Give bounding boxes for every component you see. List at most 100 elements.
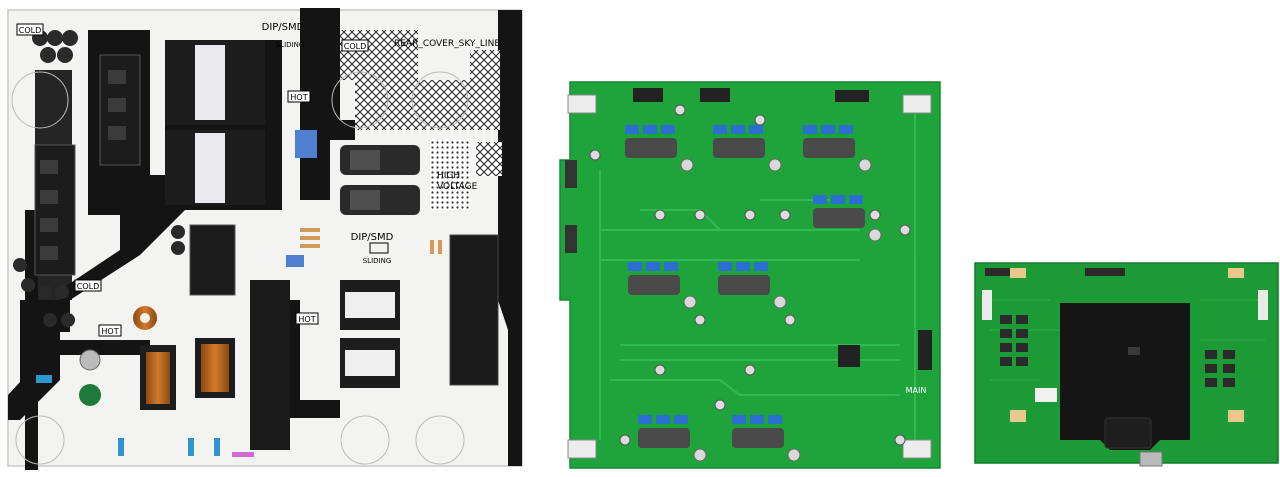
label-cold-mid: COLD (341, 39, 369, 52)
psu-cap (47, 30, 63, 46)
main-chip (1223, 378, 1235, 387)
psu-mount-ring (331, 71, 389, 129)
led-cap (589, 149, 601, 161)
psu-connector-mid (189, 224, 236, 296)
led-connector (700, 88, 730, 102)
main-connector (1085, 268, 1125, 276)
main-chip (1016, 343, 1028, 352)
led-cap (869, 209, 881, 221)
label-dip-smd-top: DIP/SMD (262, 22, 305, 33)
psu-pin (40, 246, 58, 260)
label-sliding-top: SLIDING (276, 41, 305, 49)
psu-pin (108, 126, 126, 140)
main-chip (1000, 343, 1012, 352)
led-cap (894, 434, 906, 446)
led-controller-ic (838, 345, 860, 367)
led-cap (694, 209, 706, 221)
psu-cap-horizontal (340, 185, 420, 215)
label-sliding-mid: SLIDING (363, 257, 392, 265)
led-corner-pad (567, 439, 597, 459)
psu-pin (40, 160, 58, 174)
main-chip (1000, 315, 1012, 324)
psu-pin (40, 190, 58, 204)
led-main-connector (918, 330, 932, 370)
led-corner-pad (902, 439, 932, 459)
psu-pin (108, 98, 126, 112)
led-inductor-group (732, 415, 801, 462)
svg-text:COLD: COLD (19, 26, 42, 35)
main-chip (1205, 378, 1217, 387)
psu-cap (40, 47, 56, 63)
led-inductor-group (628, 262, 697, 309)
label-dip-smd-mid: DIP/SMD (351, 232, 394, 243)
main-shield-emboss (1104, 417, 1152, 449)
psu-cap-horizontal (340, 145, 420, 175)
psu-cap (13, 258, 27, 272)
hdmi-port (1139, 451, 1163, 467)
led-cap (744, 364, 756, 376)
psu-transformer-label (195, 133, 225, 203)
led-cap (714, 399, 726, 411)
psu-cap (62, 30, 78, 46)
svg-text:COLD: COLD (77, 282, 100, 291)
psu-transformer-label (195, 45, 225, 120)
psu-transformer-sticker (345, 292, 395, 318)
psu-black-zone-3 (8, 300, 150, 420)
svg-text:HOT: HOT (101, 327, 118, 336)
main-chip (1223, 350, 1235, 359)
main-chip (1016, 329, 1028, 338)
main-chip (1000, 329, 1012, 338)
main-chip (1205, 364, 1217, 373)
main-corner-pad (1228, 268, 1244, 278)
main-shield (1060, 303, 1190, 450)
label-cold-bottom: COLD (74, 279, 102, 292)
led-cap (779, 209, 791, 221)
label-hot-bottom: HOT (98, 324, 122, 337)
psu-mount-ring (415, 415, 465, 465)
psu-pin (108, 70, 126, 84)
led-cap (754, 114, 766, 126)
psu-transformer-sticker (345, 350, 395, 376)
power-supply-board: COLD DIP/SMD SLIDING COLD REAR_COVER_SKY… (7, 8, 523, 470)
psu-varistor (79, 384, 101, 406)
led-cap (899, 224, 911, 236)
psu-cap (55, 285, 69, 299)
psu-cap (171, 241, 185, 255)
led-side-connector (565, 225, 577, 253)
led-inductor-group (638, 415, 707, 462)
led-inductor-group (625, 125, 694, 172)
led-corner-pad (902, 94, 932, 114)
psu-cap (171, 225, 185, 239)
led-connector (835, 90, 869, 102)
psu-mount-ring (15, 415, 65, 465)
psu-cap (38, 285, 52, 299)
led-inductor-group (803, 125, 872, 172)
label-hot-top: HOT (287, 90, 311, 103)
psu-heatsink-right (449, 234, 499, 386)
main-corner-pad (1010, 410, 1026, 422)
led-inductor-group (813, 195, 882, 242)
label-main: MAIN (906, 386, 927, 395)
led-cap (654, 364, 666, 376)
svg-text:HOT: HOT (298, 315, 315, 324)
label-cold-top: COLD (16, 23, 44, 36)
psu-mount-ring (411, 71, 469, 129)
high-voltage-zone (430, 140, 470, 210)
psu-blue-cap (295, 130, 317, 158)
psu-mount-ring (11, 71, 69, 129)
psu-toroid-small (79, 349, 101, 371)
main-sticker (1035, 388, 1057, 402)
main-connector (985, 268, 1015, 276)
main-chip (1205, 350, 1217, 359)
led-cap (654, 209, 666, 221)
psu-mount-ring (340, 415, 390, 465)
main-chip (1000, 357, 1012, 366)
main-chip (1016, 357, 1028, 366)
main-chip (1223, 364, 1235, 373)
svg-text:COLD: COLD (344, 42, 367, 51)
label-rear-cover: REAR_COVER_SKY_LINE (394, 39, 500, 49)
led-driver-board: MAIN (559, 81, 941, 469)
main-corner-pad (1228, 410, 1244, 422)
